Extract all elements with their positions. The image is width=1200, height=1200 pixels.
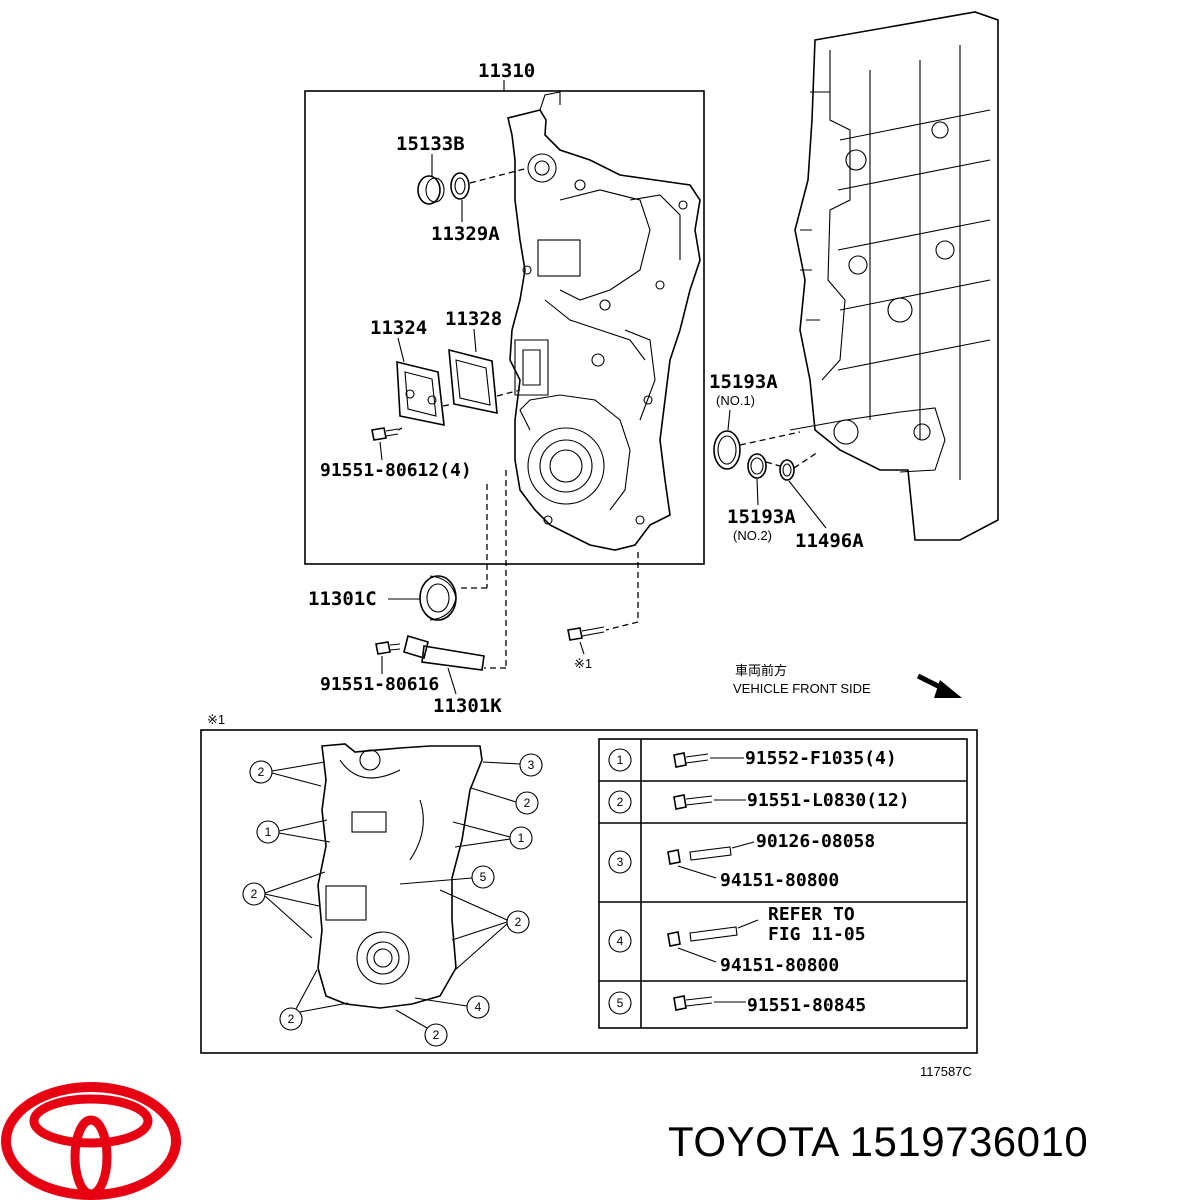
svg-text:REFER TO: REFER TO — [768, 904, 855, 925]
seal-11329A — [450, 172, 470, 200]
plug-15133B — [417, 175, 445, 205]
callout-5: 5 — [399, 865, 495, 889]
callout-4: 4 — [414, 995, 490, 1019]
svg-text:4: 4 — [475, 1000, 482, 1014]
assembly-box — [304, 90, 705, 565]
front-direction-arrow — [916, 673, 962, 698]
label-91551-80616: 91551-80616 — [320, 674, 439, 695]
vehicle-front-jp: 車両前方 — [735, 663, 787, 678]
o-ring-15193A-no2 — [747, 453, 767, 479]
oil-seal-11301C — [419, 575, 457, 621]
svg-text:94151-80800: 94151-80800 — [720, 955, 839, 976]
engine-block — [789, 11, 999, 541]
svg-text:2: 2 — [288, 1012, 295, 1026]
callout-2-a: 2 — [249, 760, 326, 787]
svg-text:1: 1 — [265, 825, 272, 839]
o-ring-15193A-no1 — [713, 430, 741, 470]
label-11328: 11328 — [445, 308, 502, 330]
toyota-logo — [1, 1082, 181, 1200]
callout-2-d: 2 — [439, 889, 530, 971]
svg-text:3: 3 — [617, 855, 624, 869]
svg-text:2: 2 — [524, 796, 531, 810]
bolt-ref-1 — [567, 626, 605, 641]
label-11310: 11310 — [478, 60, 535, 82]
timing-cover — [507, 91, 701, 551]
svg-text:FIG 11-05: FIG 11-05 — [768, 924, 866, 945]
svg-text:1: 1 — [518, 831, 525, 845]
label-no1: (NO.1) — [716, 393, 755, 408]
svg-text:3: 3 — [528, 758, 535, 772]
svg-text:2: 2 — [251, 887, 258, 901]
vehicle-front-en: VEHICLE FRONT SIDE — [733, 681, 871, 696]
cover-11324 — [396, 360, 445, 427]
bolt-91551-80616 — [375, 641, 401, 655]
table-row-2: 2 91551-L0830(12) — [608, 790, 910, 814]
svg-text:5: 5 — [480, 870, 487, 884]
svg-text:91551-80845: 91551-80845 — [747, 995, 866, 1016]
bolt-table — [598, 738, 968, 1029]
callout-1-b: 1 — [452, 821, 533, 850]
svg-text:91552-F1035(4): 91552-F1035(4) — [745, 748, 897, 769]
label-11329A: 11329A — [431, 223, 500, 245]
reference-box — [200, 729, 978, 1054]
svg-text:2: 2 — [617, 795, 624, 809]
label-91551-80612: 91551-80612(4) — [320, 460, 472, 481]
label-11301C: 11301C — [308, 588, 377, 610]
label-15193A-no2: 15193A — [727, 506, 796, 528]
callout-2-c: 2 — [242, 871, 326, 939]
figure-code: 117587C — [920, 1064, 972, 1079]
label-11324: 11324 — [370, 317, 427, 339]
label-11496A: 11496A — [795, 530, 864, 552]
callout-1-a: 1 — [256, 819, 331, 844]
label-11301K: 11301K — [433, 695, 502, 717]
gasket-11496A — [779, 459, 795, 481]
ref-mark-bolt: ※1 — [574, 656, 592, 671]
svg-text:2: 2 — [258, 765, 265, 779]
table-row-5: 5 91551-80845 — [608, 991, 866, 1016]
label-no2: (NO.2) — [733, 528, 772, 543]
callout-2-e: 2 — [279, 969, 349, 1031]
svg-text:4: 4 — [617, 934, 624, 948]
table-row-3: 3 90126-08058 94151-80800 — [608, 831, 875, 891]
svg-text:90126-08058: 90126-08058 — [756, 831, 875, 852]
svg-text:91551-L0830(12): 91551-L0830(12) — [747, 790, 910, 811]
gasket-11328 — [448, 348, 498, 415]
brand-part-number: TOYOTA 1519736010 — [668, 1118, 1089, 1165]
svg-text:94151-80800: 94151-80800 — [720, 870, 839, 891]
svg-text:1: 1 — [617, 753, 624, 767]
label-15133B: 15133B — [396, 133, 465, 155]
callout-3: 3 — [482, 753, 543, 777]
svg-text:2: 2 — [433, 1028, 440, 1042]
cover-outline-small — [317, 743, 483, 1009]
svg-text:5: 5 — [617, 996, 624, 1010]
bolt-91551-80612 — [371, 427, 399, 441]
svg-text:2: 2 — [515, 915, 522, 929]
table-row-1: 1 91552-F1035(4) — [608, 748, 897, 772]
callout-2-b: 2 — [470, 787, 539, 815]
sensor-11301K — [403, 634, 485, 671]
table-row-4: 4 REFER TO FIG 11-05 94151-80800 — [608, 904, 866, 976]
ref-mark-box: ※1 — [207, 712, 225, 727]
label-15193A-no1: 15193A — [709, 371, 778, 393]
callout-2-f: 2 — [395, 1009, 448, 1047]
